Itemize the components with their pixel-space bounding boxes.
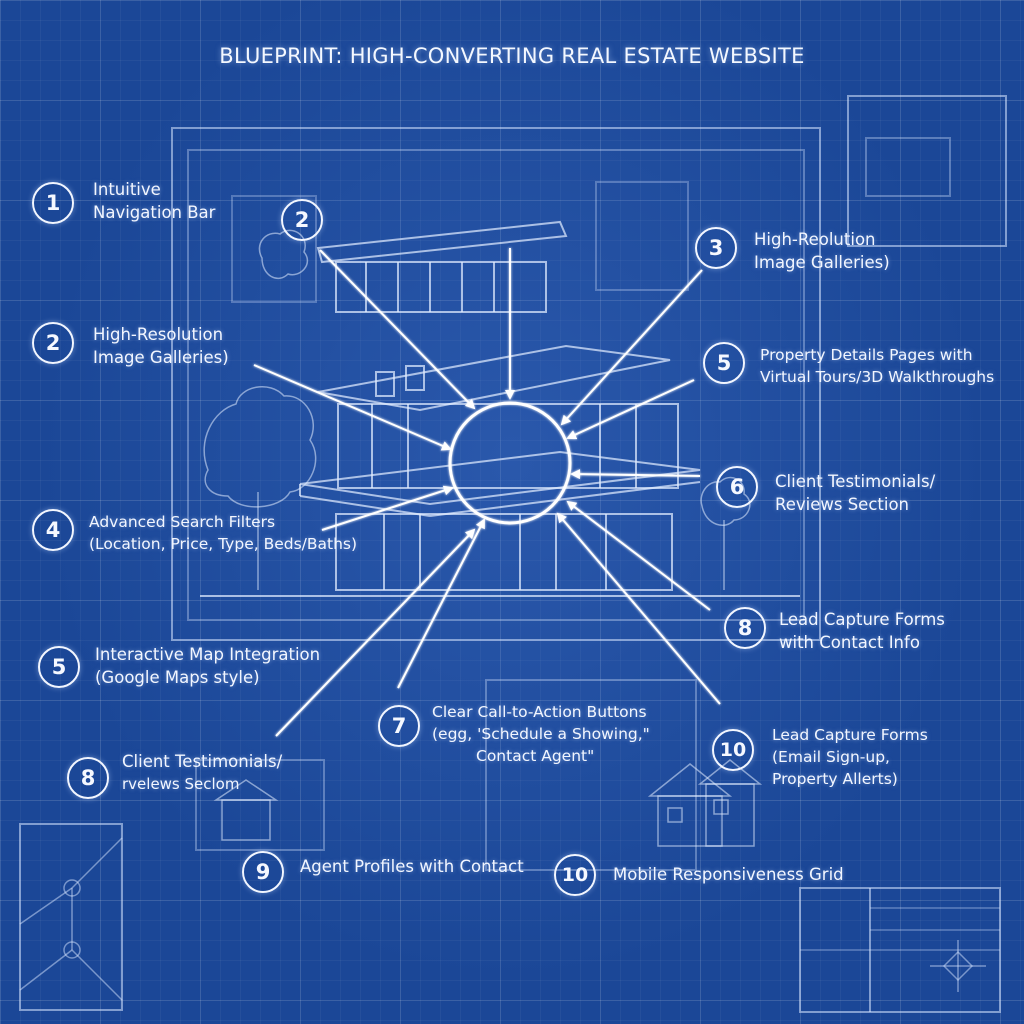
callout-label-line: Contact Agent" — [476, 747, 595, 765]
callout-label-line: Interactive Map Integration — [95, 645, 321, 664]
callout-label-line: Clear Call-to-Action Buttons — [432, 703, 647, 721]
callout-label-search-filters: Advanced Search Filters (Location, Price… — [89, 511, 357, 555]
callout-label-mobile-grid: Mobile Responsiveness Grid — [613, 863, 844, 886]
callout-label-line: rvelews Seclom — [122, 775, 240, 793]
callout-badge-4: 4 — [32, 509, 74, 551]
callout-badge-8-right: 8 — [724, 607, 766, 649]
callout-label-line: (Google Maps style) — [95, 668, 260, 687]
callout-label-line: Client Testimonials/ — [775, 472, 936, 491]
callout-label-property-details: Property Details Pages with Virtual Tour… — [760, 344, 994, 388]
callout-label-line: Intuitive — [93, 180, 161, 199]
callout-badge-3: 3 — [695, 227, 737, 269]
callout-label-line: (Email Sign-up, — [772, 748, 890, 766]
callout-badge-10-bottom: 10 — [554, 854, 596, 896]
focal-circle — [448, 401, 572, 525]
callout-arrows — [253, 248, 721, 737]
callout-badge-9: 9 — [242, 851, 284, 893]
callout-badge-6: 6 — [716, 466, 758, 508]
callout-label-image-galleries-left: High-Resolution Image Galleries) — [93, 323, 229, 369]
callout-label-line: Lead Capture Forms — [772, 726, 928, 744]
callout-label-line: Advanced Search Filters — [89, 513, 276, 531]
callout-badge-5-right: 5 — [703, 342, 745, 384]
callout-label-lead-capture-contact: Lead Capture Forms with Contact Info — [779, 608, 945, 654]
callout-badge-1: 1 — [32, 182, 74, 224]
callout-label-line: (egg, 'Schedule a Showing," — [432, 725, 650, 743]
callout-badge-8-left: 8 — [67, 757, 109, 799]
callout-label-line: Client Testimonials/ — [122, 752, 283, 771]
callout-badge-2: 2 — [32, 322, 74, 364]
callout-label-map-integration: Interactive Map Integration (Google Maps… — [95, 643, 320, 689]
callout-label-line: Image Galleries) — [93, 348, 229, 367]
callout-label-navigation: Intuitive Navigation Bar — [93, 178, 215, 224]
callout-label-line: Property Details Pages with — [760, 346, 973, 364]
callout-label-line: Virtual Tours/3D Walkthroughs — [760, 368, 995, 386]
callout-label-call-to-action: Clear Call-to-Action Buttons (egg, 'Sche… — [432, 701, 650, 767]
callout-label-line: Lead Capture Forms — [779, 610, 945, 629]
callout-label-line: Agent Profiles with Contact — [300, 857, 524, 876]
callout-label-line: Property Allerts) — [772, 770, 898, 788]
callout-label-line: Reviews Section — [775, 495, 910, 514]
callout-label-testimonials-left: Client Testimonials/ rvelews Seclom — [122, 750, 282, 796]
callout-label-line: Navigation Bar — [93, 203, 216, 222]
callout-label-line: High-Resolution — [93, 325, 224, 344]
frame-outlines — [19, 95, 1007, 1013]
callout-label-line: Mobile Responsiveness Grid — [613, 865, 844, 884]
callout-badge-10-right: 10 — [712, 729, 754, 771]
page-title: BLUEPRINT: HIGH-CONVERTING REAL ESTATE W… — [219, 44, 805, 68]
callout-badge-2-top: 2 — [281, 199, 323, 241]
callout-label-testimonials-right: Client Testimonials/ Reviews Section — [775, 470, 935, 516]
callout-label-line: with Contact Info — [779, 633, 920, 652]
callout-label-lead-capture-email: Lead Capture Forms (Email Sign-up, Prope… — [772, 724, 928, 790]
corner-sketches — [19, 837, 986, 1001]
callout-label-agent-profiles: Agent Profiles with Contact — [300, 855, 524, 878]
callout-label-line: (Location, Price, Type, Beds/Baths) — [89, 535, 358, 553]
house-thumbnail — [213, 759, 763, 847]
callout-label-line: Image Galleries) — [754, 253, 890, 272]
callout-badge-7: 7 — [378, 705, 420, 747]
callout-label-image-galleries-right: High-Reolution Image Galleries) — [754, 228, 890, 274]
callout-badge-5-left: 5 — [38, 646, 80, 688]
callout-label-line: High-Reolution — [754, 230, 876, 249]
